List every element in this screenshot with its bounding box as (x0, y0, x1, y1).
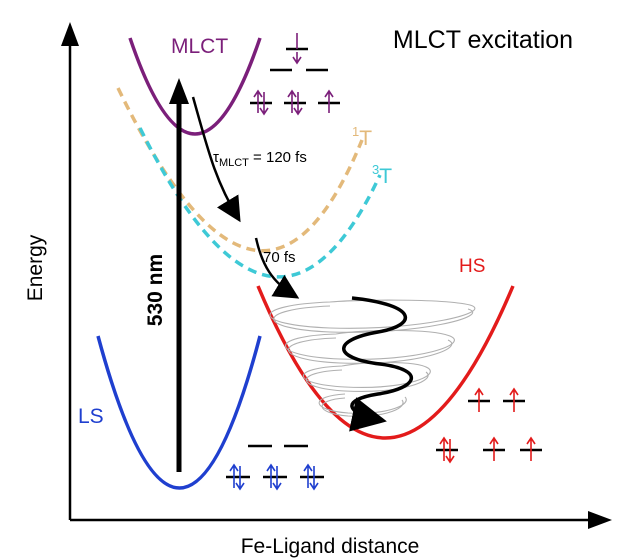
ls-electron-configuration (226, 444, 324, 491)
y-axis-arrowhead (61, 22, 79, 46)
triplet-t-label: 3T (372, 162, 392, 188)
singlet-t-potential-curve (116, 87, 364, 253)
y-axis-label: Energy (24, 234, 47, 301)
excitation-label: 530 nm (144, 254, 167, 326)
x-axis-label: Fe-Ligand distance (241, 535, 420, 558)
vibrational-relaxation-arrow (342, 296, 414, 432)
mlct-potential-curve (128, 37, 262, 136)
tau-symbol: τ (213, 149, 219, 166)
tau-subscript: MLCT (219, 157, 249, 169)
mlct-electron-configuration (250, 33, 340, 116)
excitation-arrowhead (169, 78, 189, 104)
triplet-t-potential-curve (138, 127, 382, 279)
ls-label: LS (78, 405, 104, 428)
hs-potential-curve (256, 285, 515, 440)
singlet-t-label: 1T (352, 124, 372, 150)
tau-value: = 120 fs (249, 149, 307, 166)
x-axis-arrowhead (588, 511, 612, 529)
hs-electron-configuration (436, 387, 542, 464)
hs-label: HS (459, 256, 485, 277)
diagram-title: MLCT excitation (393, 26, 573, 54)
triplet-t-superscript: 3 (372, 162, 379, 177)
triplet-t-symbol: T (379, 165, 392, 188)
singlet-t-symbol: T (359, 127, 372, 150)
mlct-label: MLCT (171, 35, 228, 58)
isc-label: 70 fs (263, 249, 296, 266)
mlct-decay-arrow (191, 96, 241, 223)
ls-potential-curve (96, 335, 262, 490)
singlet-t-superscript: 1 (352, 124, 359, 139)
vibrational-coil (269, 299, 476, 417)
isc-arrow (254, 237, 300, 299)
mlct-decay-label: τMLCT = 120 fs (213, 149, 307, 169)
